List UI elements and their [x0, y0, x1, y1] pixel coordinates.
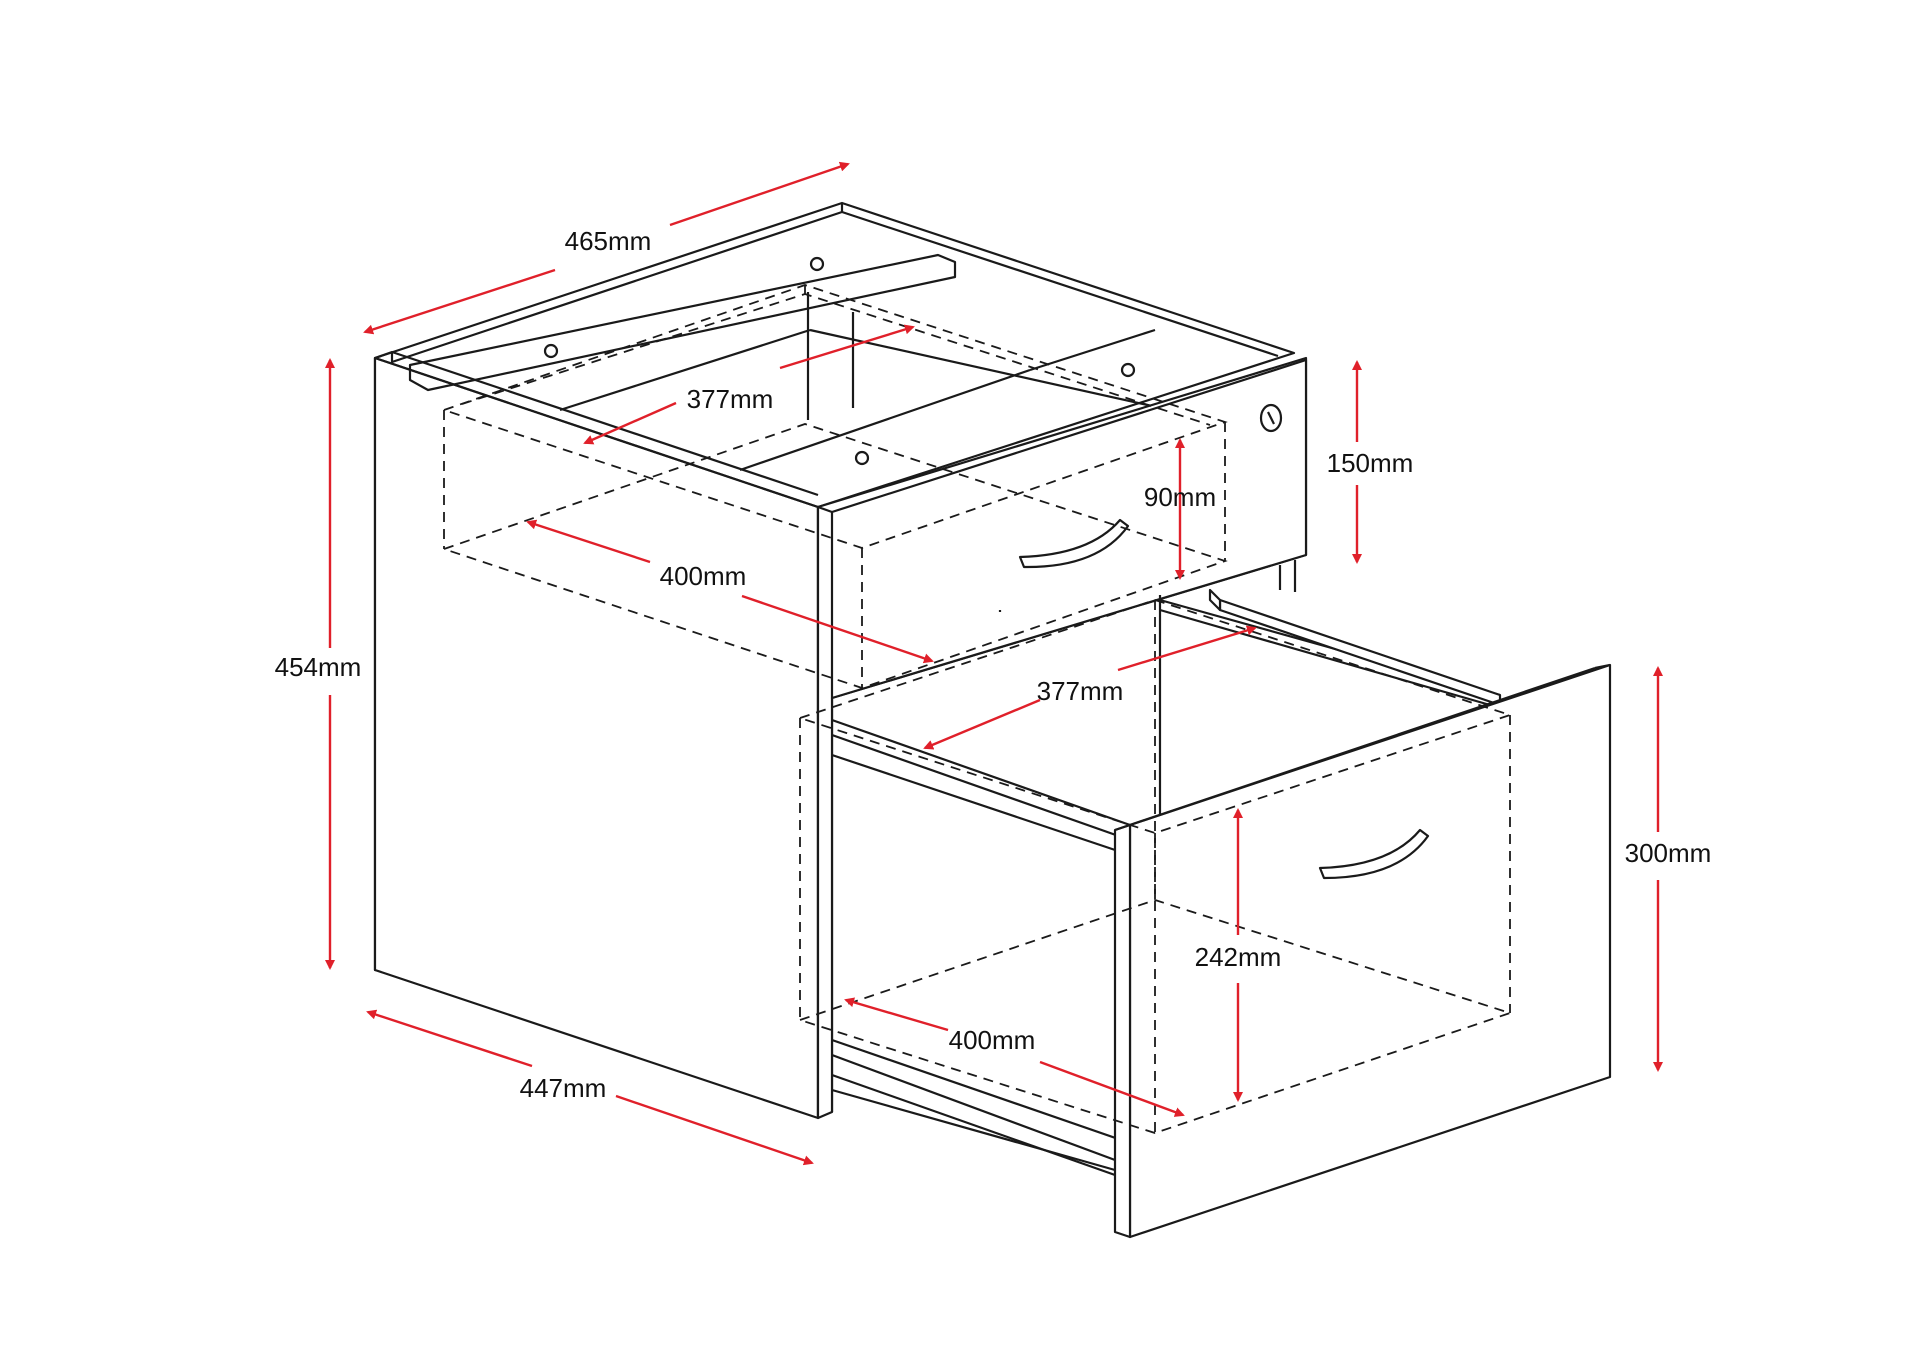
label-overall-height: 454mm: [275, 652, 362, 682]
label-top-drawer-inner-depth: 400mm: [660, 561, 747, 591]
dimension-labels: 465mm 454mm 447mm 377mm 150mm 90mm 400mm…: [275, 226, 1712, 1103]
bottom-drawer-side: [1218, 598, 1502, 707]
label-bottom-drawer-front-height: 300mm: [1625, 838, 1712, 868]
dim-bottom-inner-depth-a: [844, 997, 949, 1032]
hidden-lines: [441, 284, 1513, 1134]
top-frame: [373, 201, 1296, 509]
label-bottom-drawer-inner-width: 377mm: [1037, 676, 1124, 706]
label-top-drawer-front-height: 150mm: [1327, 448, 1414, 478]
top-rear-rail: [408, 253, 957, 392]
dim-depth-b: [615, 1094, 814, 1166]
dimension-arrows: [325, 161, 1663, 1166]
label-base-depth: 447mm: [520, 1073, 607, 1103]
dim-top-inner-depth-a: [526, 519, 651, 564]
label-top-width: 465mm: [565, 226, 652, 256]
dim-top-inner-depth-b: [741, 594, 934, 664]
bottom-drawer-handle: [1318, 828, 1430, 880]
dim-top-inner-width-a: [583, 401, 677, 445]
dim-top-inner-width-b: [779, 324, 915, 370]
lock-icon: [1259, 403, 1283, 433]
label-bottom-drawer-inner-depth: 400mm: [949, 1025, 1036, 1055]
label-top-drawer-inner-width: 377mm: [687, 384, 774, 414]
dim-bottom-inner-width-a: [923, 698, 1041, 750]
dim-bottom-inner-width-b: [1117, 625, 1257, 672]
dim-bottom-inner-depth-b: [1039, 1060, 1185, 1117]
dim-depth-a: [366, 1009, 533, 1068]
label-bottom-drawer-inner-height: 242mm: [1195, 942, 1282, 972]
label-top-drawer-inner-height: 90mm: [1144, 482, 1216, 512]
top-drawer-handle: [1018, 518, 1130, 569]
dim-top-width-b: [669, 161, 850, 227]
dim-top-width-a: [363, 268, 556, 335]
